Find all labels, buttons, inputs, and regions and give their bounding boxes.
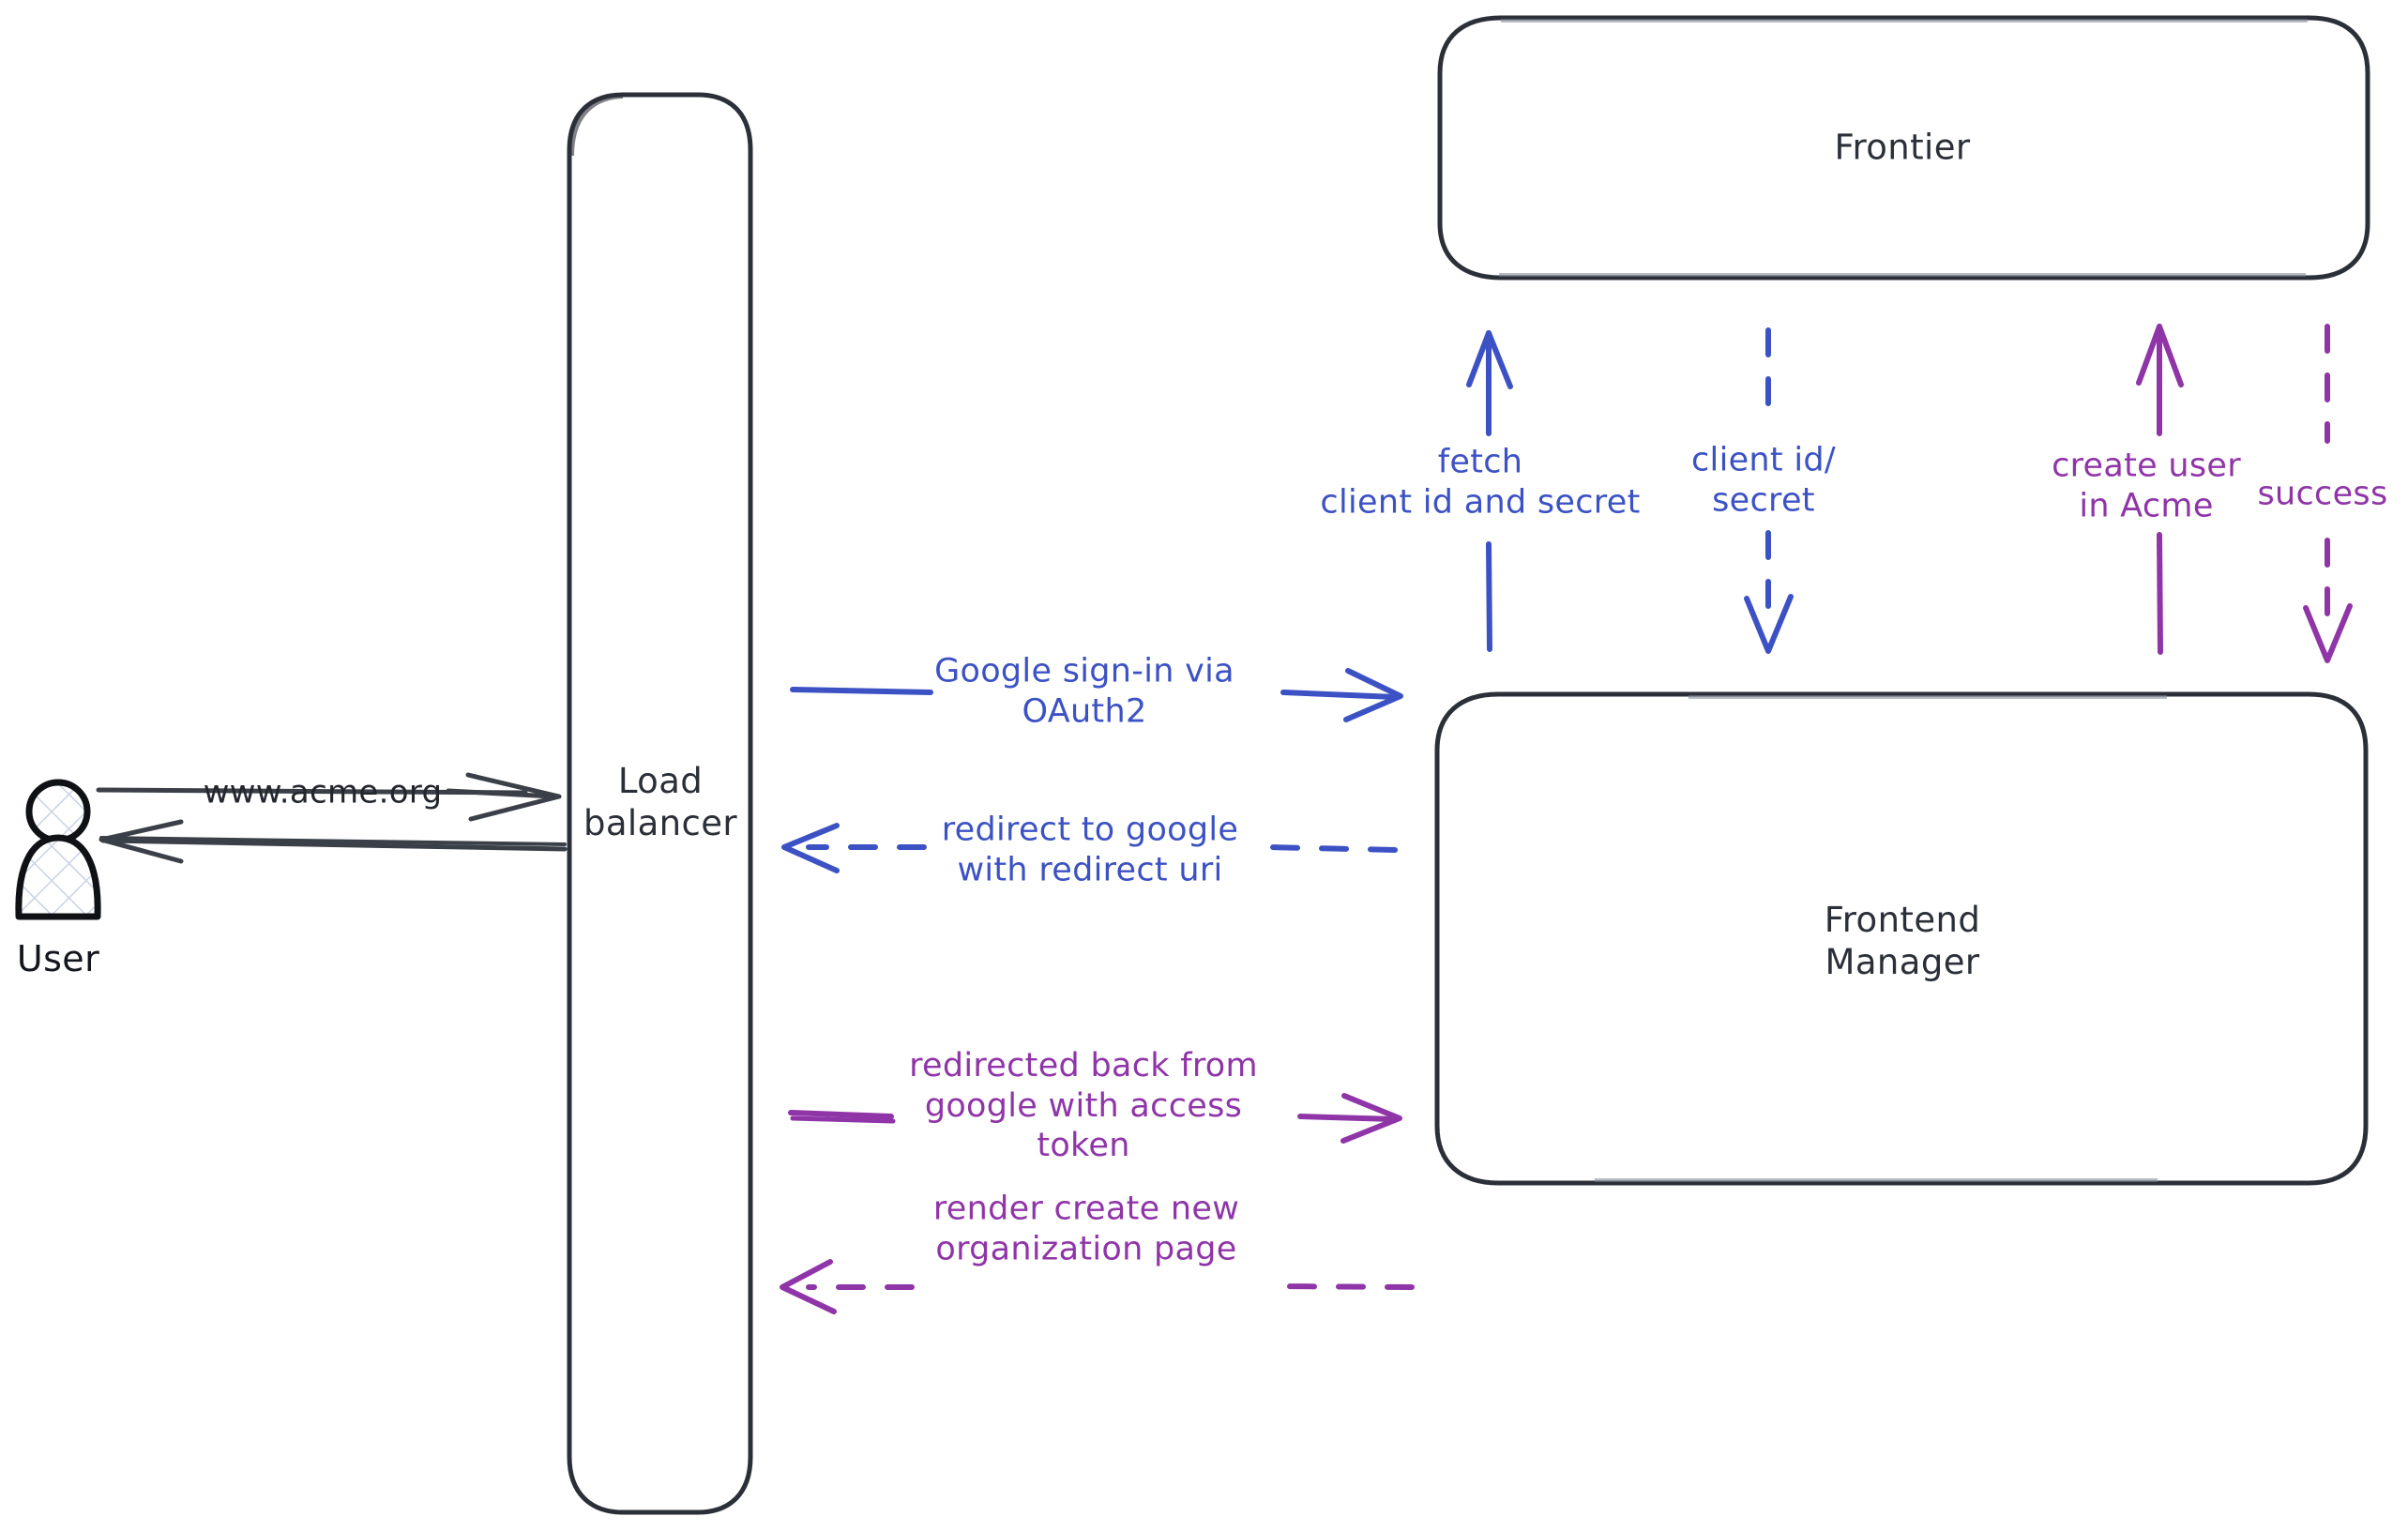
user-actor-shape <box>15 779 101 920</box>
frontier-shape[interactable] <box>1437 15 2370 281</box>
edge-load-balancer-to-user-shape <box>98 819 568 864</box>
edge-create-user-in-acme-shape <box>2136 324 2184 655</box>
load-balancer-shape[interactable] <box>567 92 753 1515</box>
edge-redirect-to-google-shape <box>781 823 1398 873</box>
edge-render-create-new-organization-page-shape <box>780 1259 1415 1314</box>
edge-google-signin-via-oauth2-shape <box>790 668 1403 722</box>
edge-user-to-load-balancer-shape <box>96 772 562 822</box>
edge-client-id-secret-shape <box>1744 327 1794 654</box>
edge-fetch-client-id-and-secret-shape <box>1466 330 1513 652</box>
frontend-manager-shape[interactable] <box>1434 691 2369 1186</box>
edge-success-shape <box>2303 324 2353 663</box>
edge-redirected-back-with-access-token-shape <box>788 1093 1402 1144</box>
